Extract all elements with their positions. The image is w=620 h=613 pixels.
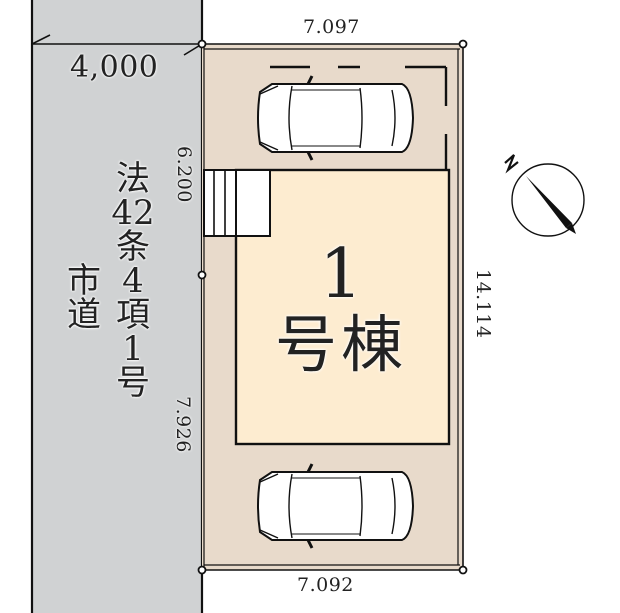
north-arrow-icon <box>504 154 585 237</box>
building-label: 1 号棟 <box>256 240 426 380</box>
road-text-char: 条 <box>116 227 150 267</box>
road-text-char: 号 <box>116 363 150 403</box>
lot-left-upper-label: 6.200 <box>173 146 195 203</box>
road-text-char: 4 <box>122 261 144 301</box>
road-text-char: 項 <box>116 295 150 335</box>
car-icon-parking-2 <box>257 463 415 549</box>
building-name: 号棟 <box>274 308 407 381</box>
entrance-steps <box>203 169 271 237</box>
parking-outline-top <box>270 65 448 170</box>
boundary-markers <box>197 39 468 575</box>
road-width-label: 4,000 <box>70 50 159 85</box>
road-designation-main: 法 42 条 4 項 1 号 <box>108 162 158 400</box>
lot-top-frontage-label: 7.097 <box>303 16 360 38</box>
road-text-char: 42 <box>111 193 155 233</box>
road-text-char: 法 <box>116 159 150 199</box>
road-area <box>32 0 202 613</box>
road-text-char: 1 <box>122 329 144 369</box>
lot-left-lower-label: 7.926 <box>172 396 194 453</box>
lot-depth-label: 14.114 <box>472 269 494 339</box>
car-icon-parking-1 <box>257 75 415 161</box>
road-designation-city-road: 市 道 <box>62 264 106 332</box>
road-text-char: 市 <box>67 261 101 301</box>
lot-bottom-frontage-label: 7.092 <box>297 574 354 596</box>
building-footprint <box>234 168 451 446</box>
building-number: 1 <box>319 235 363 314</box>
road-text-char: 道 <box>67 295 101 335</box>
